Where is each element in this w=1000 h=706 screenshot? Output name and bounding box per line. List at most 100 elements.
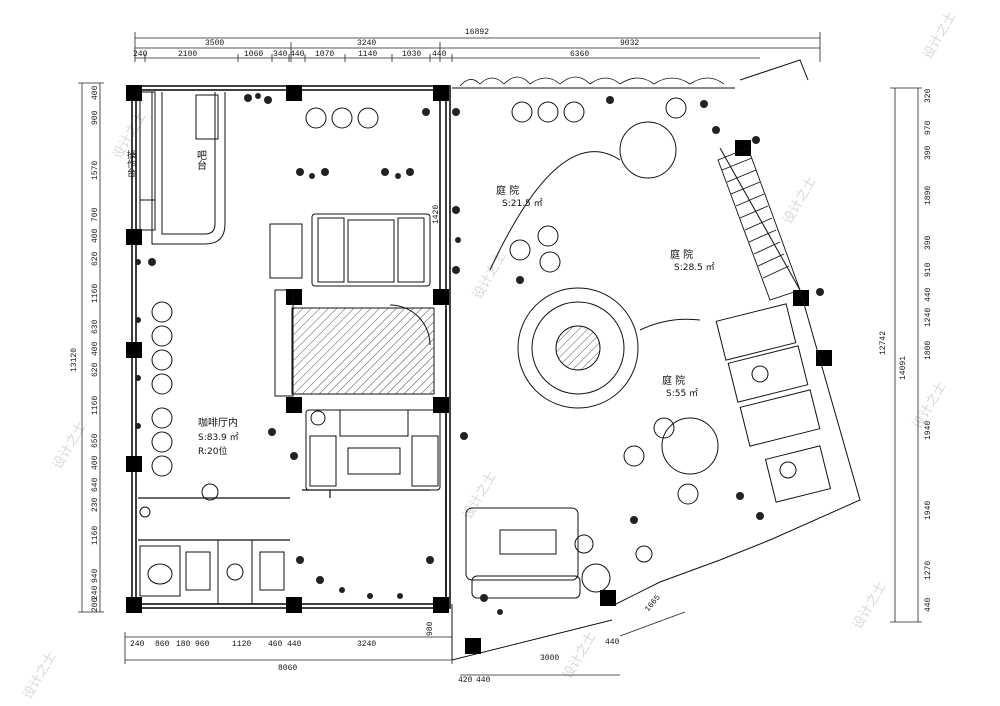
dim-top-detail: 2100 — [178, 50, 197, 59]
dim-top-detail: 6360 — [570, 50, 589, 59]
bar-counter — [139, 91, 226, 245]
door-swing — [389, 304, 431, 346]
dim-left: 640 — [91, 477, 100, 492]
hatched-core-area — [291, 307, 435, 395]
dim-bottom-right: 440 — [605, 638, 620, 647]
dim-right: 970 — [924, 120, 933, 135]
room-labels: 咖啡厅内 S:83.9 ㎡ R:20位 庭 院 S:21.5 ㎡ 庭 院 S:2… — [198, 184, 715, 457]
watermark-text: 设计之士 — [850, 579, 889, 632]
dim-right: 1270 — [924, 561, 933, 580]
dim-left: 700 — [91, 207, 100, 222]
courtyard-lounge — [715, 303, 832, 503]
watermark-text: 设计之士 — [50, 419, 89, 472]
dim-right: 910 — [924, 262, 933, 277]
courtyard-1-area: S:21.5 ㎡ — [502, 198, 543, 209]
dim-left: 1160 — [91, 284, 100, 303]
planting — [135, 93, 824, 615]
cafe-tables-left — [139, 301, 219, 518]
courtyard-3-area: S:55 ㎡ — [666, 388, 698, 399]
dim-left: 620 — [91, 362, 100, 377]
dim-top-detail: 240 — [133, 50, 148, 59]
dim-right: 1240 — [924, 308, 933, 327]
hedge-outline — [459, 76, 725, 87]
bar-counter-label: 吧台 — [195, 150, 207, 171]
dim-left-total: 13120 — [70, 348, 79, 372]
courtyard-3-name: 庭 院 — [662, 374, 685, 387]
dim-bottom-detail: 1120 — [232, 640, 251, 649]
dim-bottom-right: 420 — [458, 676, 473, 685]
dim-bottom-right: 980 — [426, 621, 435, 636]
dim-right-total: 14091 — [899, 356, 908, 380]
wall-block — [274, 289, 294, 397]
dim-top-detail: 1030 — [402, 50, 421, 59]
dim-bottom-detail: 460 — [268, 640, 283, 649]
dim-left: 1160 — [91, 396, 100, 415]
dim-bottom-detail: 440 — [287, 640, 302, 649]
dim-left: 630 — [91, 319, 100, 334]
dim-left: 1160 — [91, 526, 100, 545]
cafe-tables-top — [305, 107, 379, 129]
dim-bottom-total: 8060 — [278, 664, 297, 673]
dim-top-detail: 1060 — [244, 50, 263, 59]
dim-right: 440 — [924, 597, 933, 612]
dim-right: 390 — [924, 235, 933, 250]
dim-top-detail: 440 — [432, 50, 447, 59]
dim-bottom-right: 3000 — [540, 654, 559, 663]
watermark-text: 设计之士 — [20, 649, 59, 702]
dim-top-detail: 340 — [273, 50, 288, 59]
dim-bottom-right: 440 — [476, 676, 491, 685]
dim-right: 1800 — [924, 341, 933, 360]
dim-left: 900 — [91, 110, 100, 125]
courtyard-deck — [465, 507, 653, 599]
top-dimension-text: 16892 3500 3240 9032 240 2100 1060 340 4… — [133, 28, 639, 59]
watermark-text: 设计之士 — [920, 9, 959, 62]
dim-left: 200 — [91, 597, 100, 612]
dim-left: 1570 — [91, 161, 100, 180]
left-dimension-lines — [78, 82, 104, 613]
sofa-set-upper — [269, 213, 431, 287]
door-width-label: 1420 — [432, 205, 441, 224]
cafe-name-label: 咖啡厅内 — [198, 416, 238, 429]
dim-bottom-detail: 860 — [155, 640, 170, 649]
dim-right: 440 — [924, 287, 933, 302]
dim-left: 400 — [91, 228, 100, 243]
dim-top-detail: 1070 — [315, 50, 334, 59]
dim-top-detail: 1140 — [358, 50, 377, 59]
dim-left: 230 — [91, 497, 100, 512]
cafe-lounge-bottom — [139, 539, 285, 605]
top-dimension-lines — [134, 32, 821, 62]
cafe-area-label: S:83.9 ㎡ — [198, 432, 239, 443]
dim-top-section: 3240 — [357, 39, 376, 48]
dim-bottom-right: 1665 — [643, 593, 662, 614]
right-dimension-text: 12742 14091 320 970 390 1890 390 910 440… — [879, 88, 933, 612]
courtyard-2-area: S:28.5 ㎡ — [674, 262, 715, 273]
dim-top-section: 3500 — [205, 39, 224, 48]
operation-area-label: 操作台 — [125, 149, 136, 178]
left-dimension-text: 13120 400 900 1570 700 400 620 1160 630 … — [70, 85, 100, 612]
courtyard-2-name: 庭 院 — [670, 248, 693, 261]
dim-right: 1890 — [924, 186, 933, 205]
dim-bottom-detail: 3240 — [357, 640, 376, 649]
pergola-walkway — [717, 147, 801, 301]
round-seating-area — [489, 151, 701, 409]
dim-left: 620 — [91, 251, 100, 266]
dim-right-total: 12742 — [879, 331, 888, 355]
dim-top-detail: 440 — [290, 50, 305, 59]
dim-bottom-detail: 180 — [176, 640, 191, 649]
dim-left: 650 — [91, 433, 100, 448]
structural-columns — [126, 85, 832, 654]
watermark-text: 设计之士 — [780, 174, 819, 227]
dim-right: 1940 — [924, 421, 933, 440]
dim-left: 400 — [91, 455, 100, 470]
right-dimension-lines — [890, 87, 922, 623]
dim-left: 940 — [91, 568, 100, 583]
dim-top-overall: 16892 — [465, 28, 489, 37]
cafe-seats-label: R:20位 — [198, 445, 227, 457]
dim-bottom-detail: 240 — [130, 640, 145, 649]
courtyard-furniture — [509, 97, 797, 505]
sofa-set-lower — [305, 409, 441, 491]
dim-bottom-detail: 960 — [195, 640, 210, 649]
interior-partitions — [138, 489, 430, 541]
dim-left: 240 — [91, 585, 100, 600]
